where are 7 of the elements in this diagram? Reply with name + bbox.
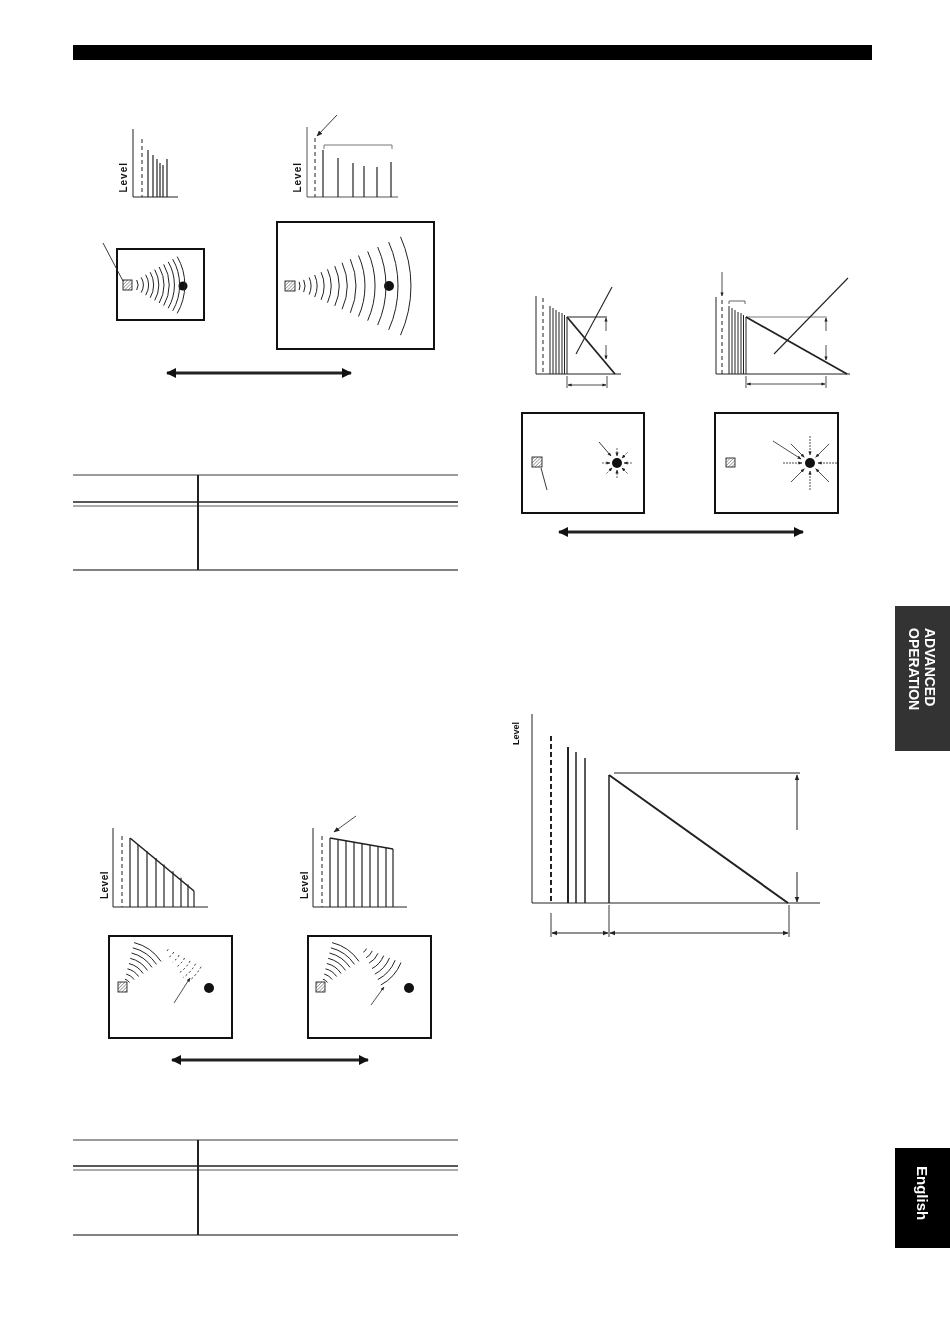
axis-label: Level [118,162,129,193]
axis-label: Level [511,722,521,745]
section-tab: ADVANCED OPERATION [895,606,950,751]
axis-label: Level [99,871,110,900]
axis-label: Level [292,162,303,193]
language-tab: English [895,1148,950,1248]
axis-label: Level [299,871,310,900]
